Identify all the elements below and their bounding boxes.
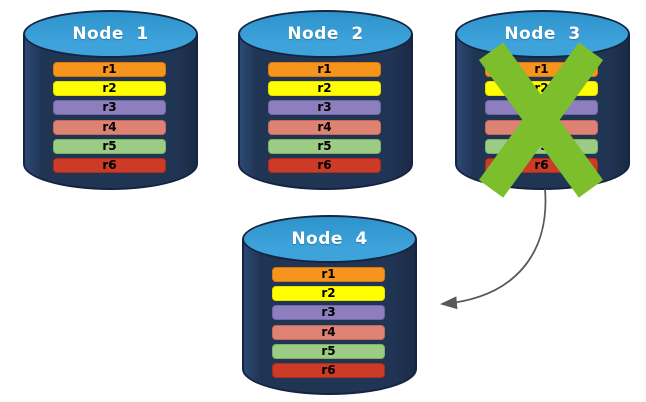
node-2: Node 2 r1 r2 r3 r4 r5 r6 bbox=[238, 10, 413, 190]
row-r4: r4 bbox=[268, 119, 381, 135]
row-r4: r4 bbox=[272, 324, 385, 340]
node-title: Node 2 bbox=[287, 24, 364, 44]
node-title: Node 3 bbox=[504, 24, 581, 44]
row-r3: r3 bbox=[268, 100, 381, 116]
node-title: Node 1 bbox=[72, 24, 149, 44]
row-r6: r6 bbox=[53, 157, 166, 173]
row-list: r1 r2 r3 r4 r5 r6 bbox=[268, 62, 381, 173]
cylinder-top: Node 1 bbox=[23, 10, 198, 58]
row-r1: r1 bbox=[53, 62, 166, 77]
row-r4: r4 bbox=[53, 119, 166, 135]
node-3: Node 3 r1 r2 r3 r4 r5 r6 bbox=[455, 10, 630, 198]
node-4: Node 4 r1 r2 r3 r4 r5 r6 bbox=[242, 215, 417, 395]
cylinder-top: Node 2 bbox=[238, 10, 413, 58]
cylinder-top: Node 3 bbox=[455, 10, 630, 58]
row-r6: r6 bbox=[272, 362, 385, 378]
row-list: r1 r2 r3 r4 r5 r6 bbox=[53, 62, 166, 173]
node-1: Node 1 r1 r2 r3 r4 r5 r6 bbox=[23, 10, 198, 190]
row-r2: r2 bbox=[272, 286, 385, 302]
row-r5: r5 bbox=[272, 343, 385, 359]
x-icon bbox=[478, 42, 604, 198]
row-r2: r2 bbox=[53, 81, 166, 97]
cylinder-top: Node 4 bbox=[242, 215, 417, 263]
row-r3: r3 bbox=[272, 305, 385, 321]
row-r2: r2 bbox=[268, 81, 381, 97]
node-title: Node 4 bbox=[291, 229, 368, 249]
row-r1: r1 bbox=[272, 267, 385, 282]
row-r3: r3 bbox=[53, 100, 166, 116]
row-list: r1 r2 r3 r4 r5 r6 bbox=[272, 267, 385, 378]
row-r5: r5 bbox=[268, 138, 381, 154]
row-r1: r1 bbox=[268, 62, 381, 77]
row-r5: r5 bbox=[53, 138, 166, 154]
row-r6: r6 bbox=[268, 157, 381, 173]
